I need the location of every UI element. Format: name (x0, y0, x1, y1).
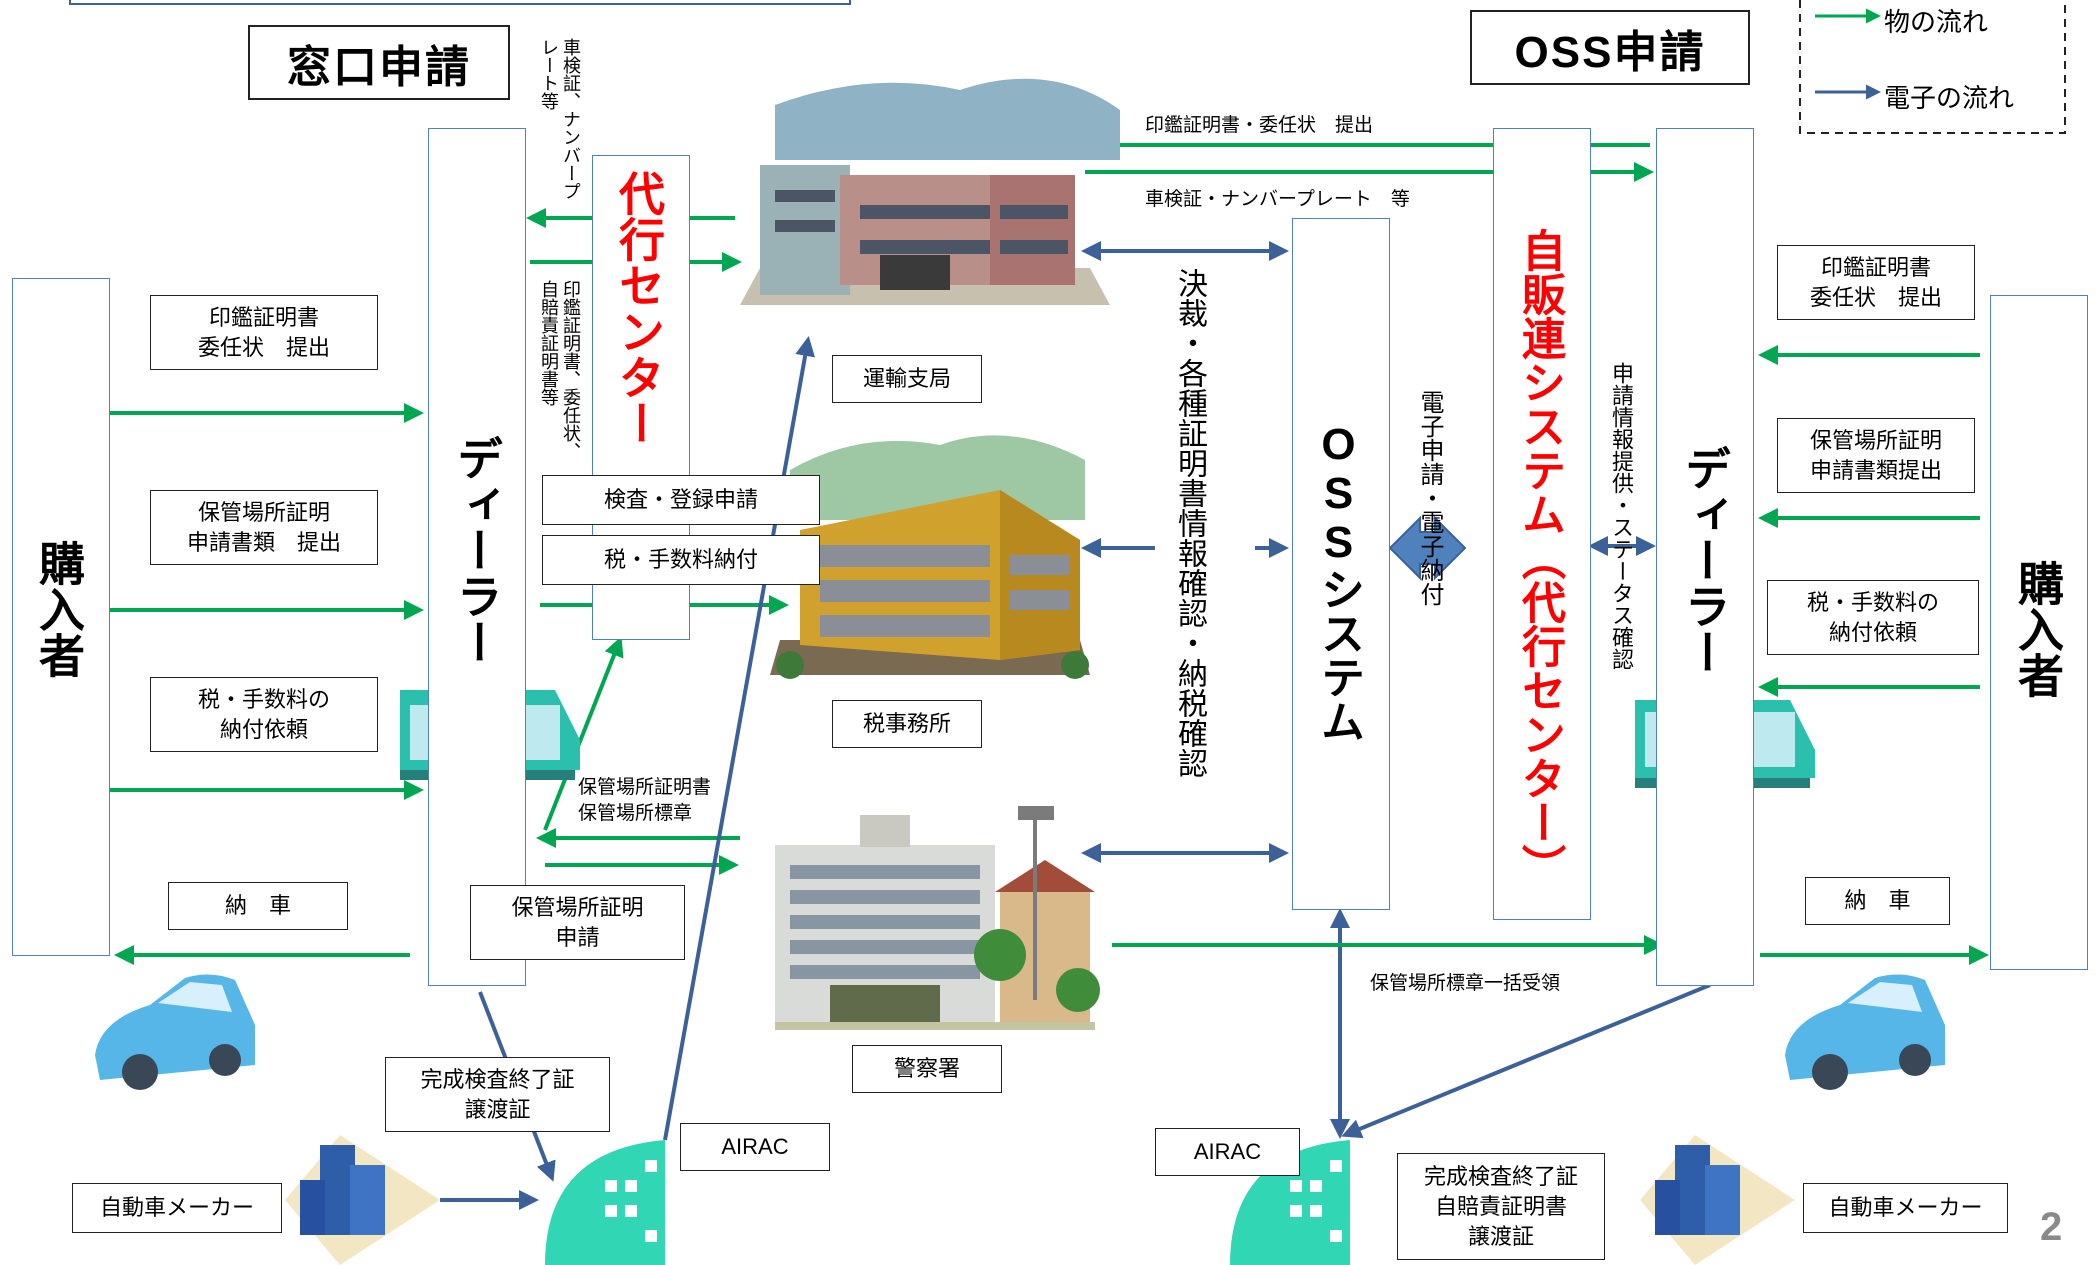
left-seal-docs-label: 印鑑証明書、委任状、自賠責証明書等 (539, 280, 581, 460)
left-parking-docs-box: 保管場所証明 申請書類 提出 (150, 490, 378, 565)
sticker-bulk-label: 保管場所標章一括受領 (1370, 973, 1561, 994)
top-frame (69, 0, 851, 5)
tax-fee-payment-box: 税・手数料納付 (542, 535, 820, 585)
left-car-picture (95, 974, 255, 1090)
right-car-picture (1785, 974, 1945, 1090)
left-purchaser-label: 購入者 (33, 540, 85, 678)
right-purchaser-column (1990, 295, 2088, 970)
left-completion-cert-box: 完成検査終了証 譲渡証 (385, 1057, 610, 1132)
jihanren-system-label: 自販連システム（代行センター） (1515, 228, 1564, 888)
transport-bureau-picture (740, 78, 1120, 305)
left-tax-request-box: 税・手数料の 納付依頼 (150, 677, 378, 752)
transport-bureau-box: 運輸支局 (832, 355, 982, 403)
left-dealer-label: ディーラー (451, 435, 503, 665)
left-delivery-box: 納 車 (168, 882, 348, 930)
oss-application-title: OSS申請 (1470, 10, 1750, 85)
left-shaken-plate-label: 車検証、ナンバープレート等 (539, 38, 581, 200)
right-airac-picture (1230, 1140, 1350, 1265)
jihanren-system-column (1493, 128, 1591, 920)
right-car-maker-box: 自動車メーカー (1803, 1183, 2008, 1233)
left-dealer-column (428, 128, 526, 986)
app-info-status-label: 申請情報提供・ステータス確認 (1609, 362, 1634, 670)
left-parking-cert-label: 保管場所証明書 (578, 777, 712, 798)
oss-system-column (1292, 218, 1390, 910)
right-dealer-label: ディーラー (1679, 445, 1731, 675)
parking-cert-apply-box: 保管場所証明 申請 (470, 885, 685, 960)
e-apply-double-arrow (1388, 515, 1467, 581)
right-delivery-box: 納 車 (1805, 877, 1950, 925)
legend-goods-flow: 物の流れ (1884, 7, 1989, 37)
left-airac-picture (545, 1140, 665, 1265)
police-station-picture (775, 806, 1100, 1030)
right-goods-arrows (1758, 345, 1989, 965)
center-seal-submit-label: 印鑑証明書・委任状 提出 (1145, 115, 1374, 136)
police-station-box: 警察署 (852, 1045, 1002, 1093)
left-purchaser-column (12, 278, 110, 956)
right-purchaser-label: 購入者 (2012, 560, 2064, 698)
tax-office-picture (770, 435, 1090, 679)
right-tax-request-box: 税・手数料の 納付依頼 (1767, 580, 1979, 655)
legend (1799, 0, 2066, 134)
e-apply-pay-label: 電子申請・電子納付 (1416, 390, 1443, 606)
right-completion-cert-box: 完成検査終了証 自賠責証明書 譲渡証 (1397, 1153, 1605, 1260)
left-airac-box: AIRAC (680, 1123, 830, 1171)
left-agency-label: 代行センター (613, 170, 665, 446)
left-maker-building-picture (285, 1135, 440, 1265)
center-shaken-plate-label: 車検証・ナンバープレート 等 (1145, 189, 1410, 210)
right-airac-box: AIRAC (1155, 1128, 1300, 1176)
page-number: 2 (2040, 1205, 2063, 1249)
right-maker-building-picture (1640, 1135, 1795, 1265)
oss-system-label: OSSシステム (1314, 420, 1363, 743)
center-confirmation-label: 決裁・各種証明書情報確認・納税確認 (1173, 268, 1206, 778)
right-seal-submit-box: 印鑑証明書 委任状 提出 (1777, 245, 1975, 320)
left-goods-arrows (105, 208, 789, 965)
center-electronic-arrows (1081, 241, 1711, 1139)
window-application-title: 窓口申請 (248, 25, 510, 100)
inspection-registration-box: 検査・登録申請 (542, 475, 820, 525)
right-parking-docs-box: 保管場所証明 申請書類提出 (1777, 418, 1975, 493)
right-dealer-column (1656, 128, 1754, 986)
legend-electronic-flow: 電子の流れ (1884, 83, 2015, 113)
left-car-maker-box: 自動車メーカー (72, 1183, 282, 1233)
tax-office-box: 税事務所 (832, 700, 982, 748)
left-seal-submit-box: 印鑑証明書 委任状 提出 (150, 295, 378, 370)
left-parking-sticker-label: 保管場所標章 (578, 803, 693, 824)
